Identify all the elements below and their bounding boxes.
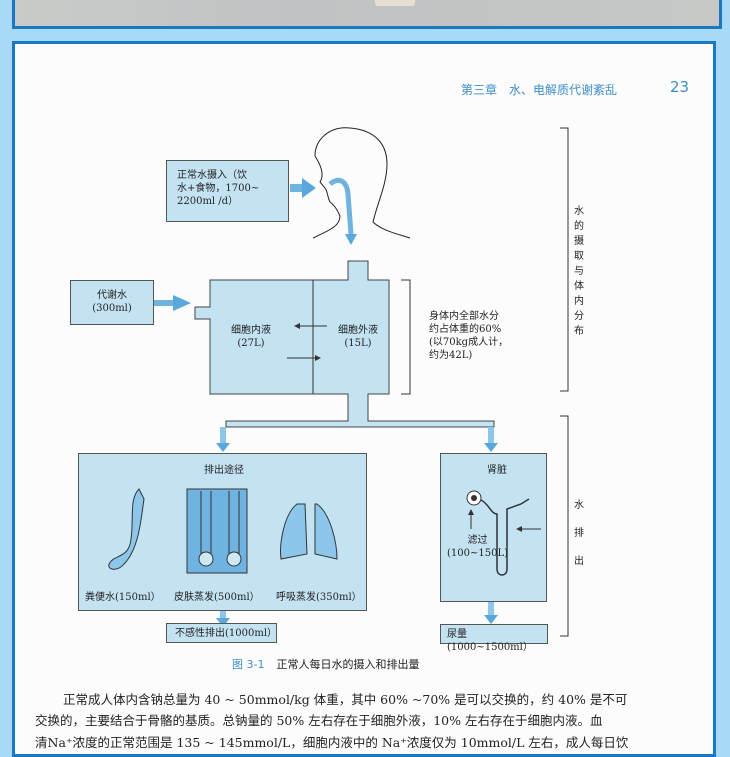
filtration-volume: (100~150L) <box>447 548 508 559</box>
intestine-icon <box>108 488 145 570</box>
bracket-output <box>560 415 569 637</box>
metabolic-water-box: 代谢水 (300ml) <box>70 280 154 325</box>
insensible-loss-label: 不感性排出(1000ml） <box>175 628 278 639</box>
extracellular-label: 细胞外液 (15L) <box>338 324 378 350</box>
intake-bracket-label: 水的摄取与体内分布 <box>574 206 584 337</box>
intake-line: 水+食物，1700~ <box>177 183 260 194</box>
kidney-box: 肾脏 滤过 (100~150L) <box>440 453 547 602</box>
excretion-title: 排出途径 <box>204 465 244 476</box>
intake-line: 正常水摄入（饮 <box>177 170 247 181</box>
figure-number: 图 3-1 <box>232 658 265 671</box>
body-line-2: 交换的，主要结合于骨骼的基质。总钠量的 50% 左右存在于细胞外液，10% 左右… <box>35 713 603 728</box>
insensible-loss-box: 不感性排出(1000ml） <box>166 623 277 643</box>
nephron-icon <box>466 490 541 576</box>
intake-box: 正常水摄入（饮 水+食物，1700~ 2200ml /d） <box>166 160 289 222</box>
note-line: 约占体重的60% <box>429 324 502 335</box>
filtration-name: 滤过 <box>467 535 488 546</box>
bracket-body-water <box>401 279 411 395</box>
extracellular-volume: (15L) <box>344 338 372 349</box>
output-bracket-label: 水排出 <box>574 500 584 567</box>
intracellular-volume: (27L) <box>237 338 265 349</box>
body-line-3: 清Na⁺浓度的正常范围是 135 ~ 145mmol/L，细胞内液中的 Na⁺浓… <box>35 735 629 750</box>
excretion-illustrations <box>108 488 338 574</box>
excretion-routes-box: 排出途径 粪便水(150ml） 皮肤蒸发(500ml） 呼吸蒸发(350ml） <box>78 453 367 611</box>
feces-water: 粪便水(150ml） <box>85 592 161 603</box>
note-line: (以70kg成人计， <box>429 337 509 348</box>
filtration-label: 滤过 (100~150L) <box>447 534 508 560</box>
figure-title: 正常人每日水的摄入和排出量 <box>276 658 420 671</box>
throat-arrow <box>328 177 354 235</box>
book-page: 第三章 水、电解质代谢紊乱 23 正常水摄入（饮 <box>12 41 716 757</box>
metabolic-water-amount: (300ml) <box>92 303 132 314</box>
metabolic-water-label: 代谢水 <box>97 290 127 301</box>
urine-box: 尿量(1000~1500ml） <box>440 624 548 653</box>
page-number: 23 <box>670 78 690 96</box>
extracellular-name: 细胞外液 <box>338 325 378 336</box>
photo-object <box>375 0 415 6</box>
bracket-intake <box>560 127 569 392</box>
intracellular-name: 细胞内液 <box>231 325 271 336</box>
note-line: 约为42L) <box>429 350 473 361</box>
diagram-shapes <box>154 127 569 637</box>
top-photo-strip <box>12 0 722 29</box>
chapter-header: 第三章 水、电解质代谢紊乱 <box>461 83 618 97</box>
figure-caption: 图 3-1 正常人每日水的摄入和排出量 <box>232 656 419 672</box>
intake-line: 2200ml /d） <box>177 196 239 207</box>
breath-evaporation: 呼吸蒸发(350ml） <box>276 592 362 603</box>
body-line-1: 正常成人体内含钠总量为 40 ~ 50mmol/kg 体重，其中 60% ~70… <box>63 692 628 707</box>
skin-evaporation: 皮肤蒸发(500ml） <box>174 592 260 603</box>
kidney-title: 肾脏 <box>487 465 507 476</box>
total-water-note: 身体内全部水分 约占体重的60% (以70kg成人计， 约为42L) <box>429 310 508 362</box>
head-silhouette <box>312 127 411 239</box>
intracellular-label: 细胞内液 (27L) <box>231 324 271 350</box>
note-line: 身体内全部水分 <box>429 311 499 322</box>
lungs-icon <box>280 503 338 560</box>
urine-label: 尿量(1000~1500ml） <box>447 629 533 653</box>
